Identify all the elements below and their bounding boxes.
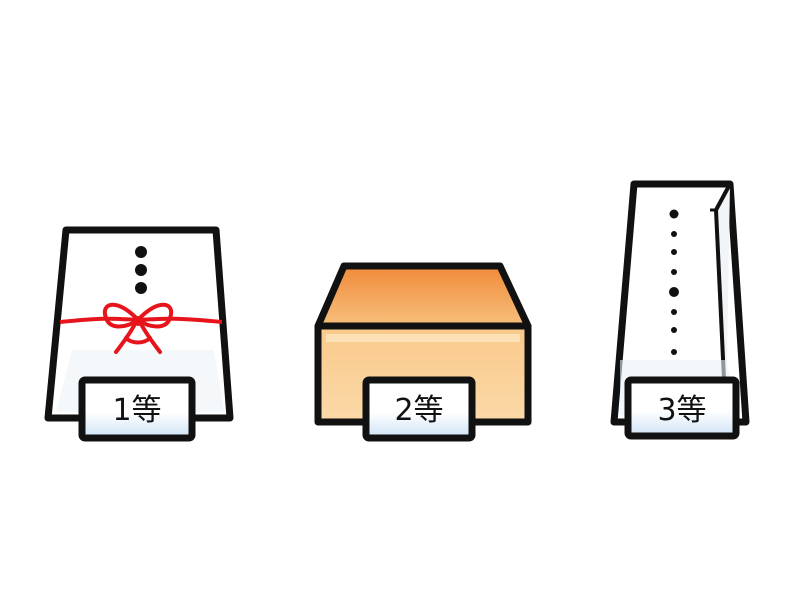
prize-card-2: 2等	[362, 376, 476, 442]
prize-card-1: 1等	[78, 376, 196, 442]
prize-card-3: 3等	[624, 376, 740, 440]
prize-label-2: 2等	[394, 393, 443, 428]
third-prize: 3等	[610, 180, 750, 440]
second-prize: 2等	[314, 262, 532, 442]
prize-label-1: 1等	[112, 393, 161, 428]
first-prize: 1等	[44, 226, 234, 442]
prize-label-3: 3等	[657, 393, 706, 428]
